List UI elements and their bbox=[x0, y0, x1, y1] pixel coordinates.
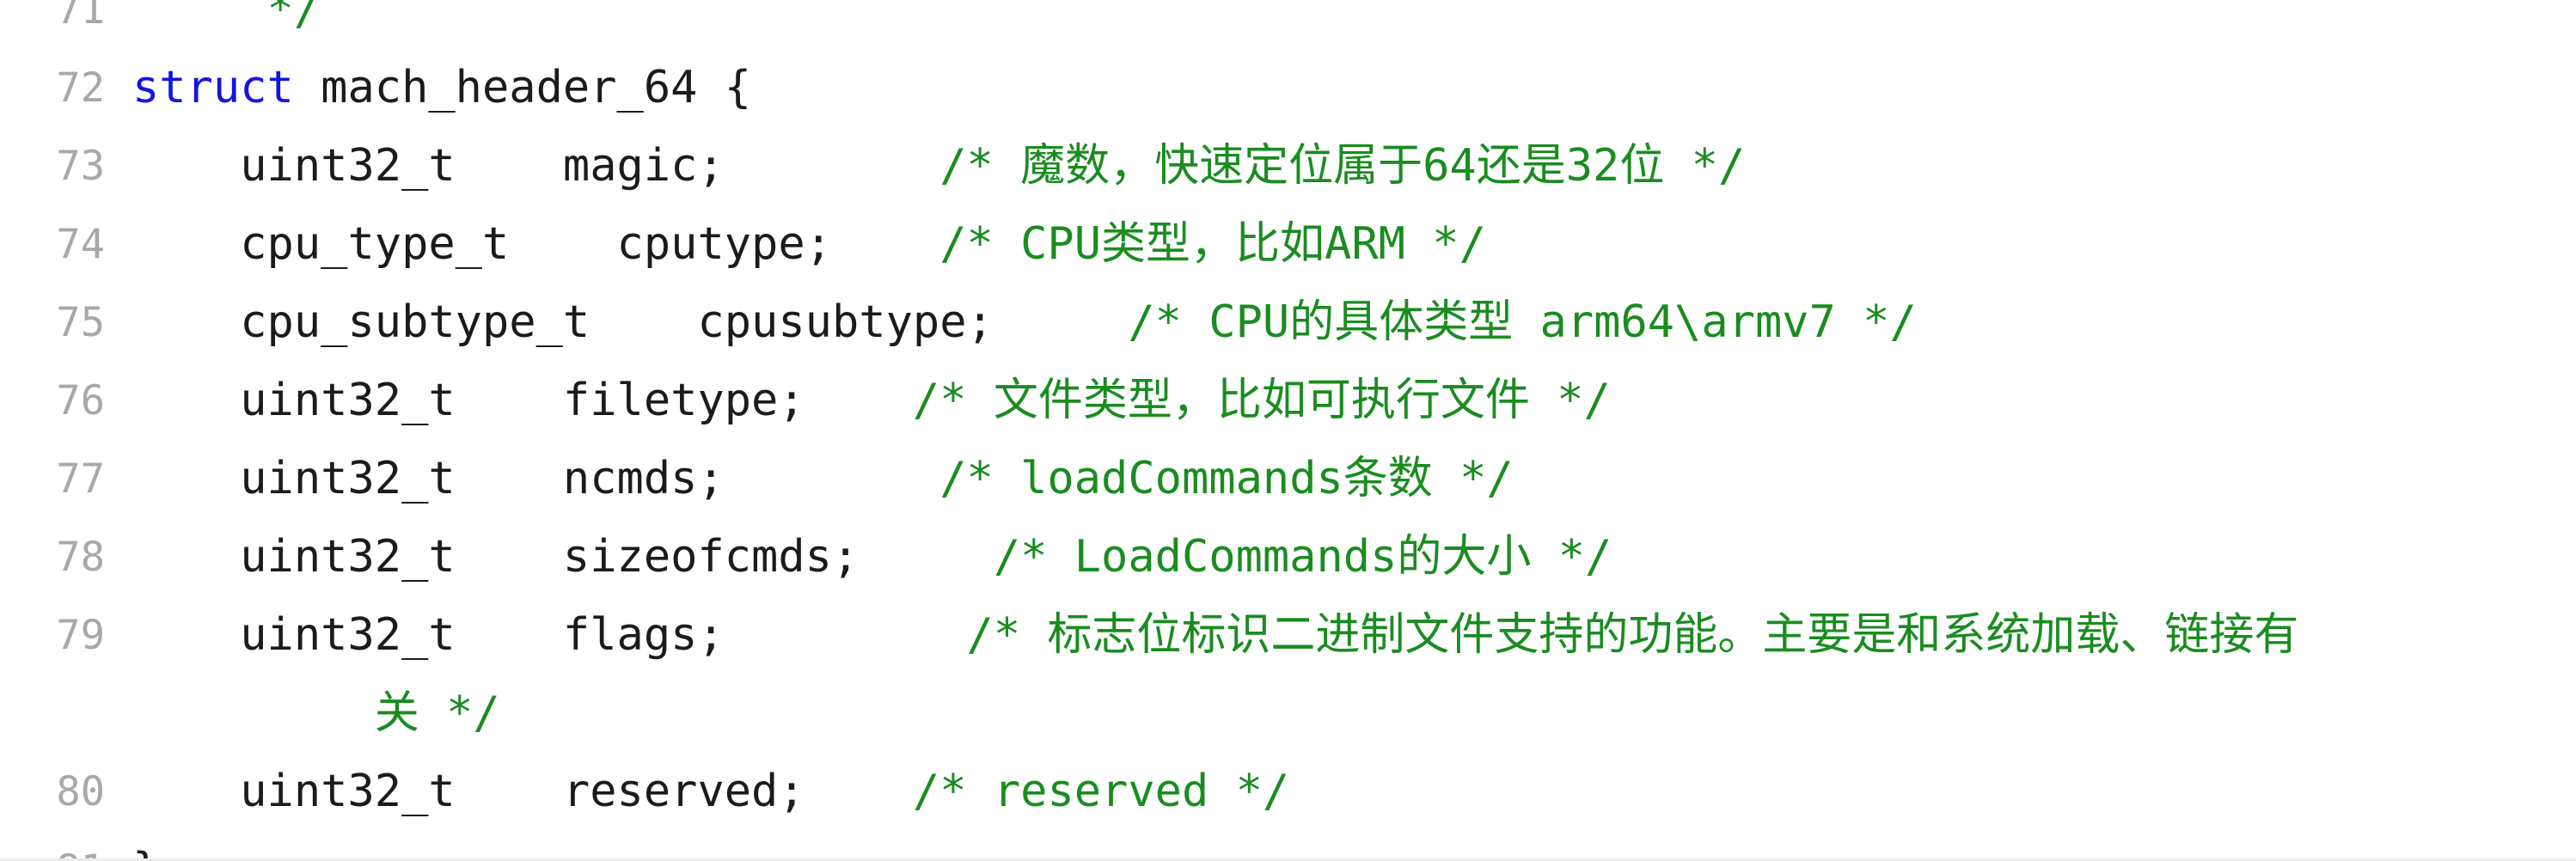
code-token-comment: /* CPU的具体类型 arm64\armv7 */ bbox=[1128, 296, 1917, 348]
code-token-comment: /* CPU类型，比如ARM */ bbox=[939, 218, 1486, 270]
code-line-text[interactable]: uint32_t sizeofcmds; /* LoadCommands的大小 … bbox=[105, 518, 2576, 596]
code-line-text[interactable]: }; bbox=[105, 831, 2576, 858]
line-number: 75 bbox=[56, 299, 105, 346]
code-line-text[interactable]: uint32_t ncmds; /* loadCommands条数 */ bbox=[105, 440, 2576, 518]
code-token-comment: /* LoadCommands的大小 */ bbox=[993, 531, 1612, 583]
line-number: 72 bbox=[56, 64, 105, 112]
code-line[interactable]: 77 uint32_t ncmds; /* loadCommands条数 */ bbox=[0, 440, 2576, 518]
code-line[interactable]: 81}; bbox=[0, 831, 2576, 858]
code-token-comment: /* 魔数，快速定位属于64还是32位 */ bbox=[939, 140, 1746, 192]
code-token-identifier: }; bbox=[132, 844, 187, 858]
code-line[interactable]: 71 */ bbox=[0, 0, 2576, 49]
line-number: 79 bbox=[56, 612, 105, 659]
code-token-identifier: uint32_t magic; bbox=[132, 140, 940, 192]
line-number: 80 bbox=[56, 768, 105, 815]
code-line-text[interactable]: 关 */ bbox=[105, 675, 2576, 753]
code-token-identifier: uint32_t ncmds; bbox=[132, 453, 940, 504]
code-line-text[interactable]: uint32_t flags; /* 标志位标识二进制文件支持的功能。主要是和系… bbox=[105, 596, 2576, 675]
code-line[interactable]: 76 uint32_t filetype; /* 文件类型，比如可执行文件 */ bbox=[0, 362, 2576, 440]
line-number: 71 bbox=[56, 0, 105, 34]
code-token-comment: /* reserved */ bbox=[912, 766, 1290, 817]
code-line-text[interactable]: uint32_t magic; /* 魔数，快速定位属于64还是32位 */ bbox=[105, 127, 2576, 205]
code-line-text[interactable]: uint32_t reserved; /* reserved */ bbox=[105, 753, 2576, 831]
code-token-plain bbox=[132, 0, 267, 35]
line-number: 81 bbox=[0, 831, 105, 858]
code-line-text[interactable]: uint32_t filetype; /* 文件类型，比如可执行文件 */ bbox=[105, 362, 2576, 440]
code-token-comment: /* 文件类型，比如可执行文件 */ bbox=[912, 375, 1611, 426]
code-token-keyword: struct bbox=[132, 62, 294, 113]
line-number: 77 bbox=[56, 455, 105, 503]
code-token-comment: 关 */ bbox=[374, 687, 500, 739]
code-token-identifier: uint32_t filetype; bbox=[132, 375, 913, 426]
code-token-comment: /* loadCommands条数 */ bbox=[939, 453, 1514, 504]
code-line[interactable]: 75 cpu_subtype_t cpusubtype; /* CPU的具体类型… bbox=[0, 284, 2576, 362]
code-line[interactable]: 73 uint32_t magic; /* 魔数，快速定位属于64还是32位 *… bbox=[0, 127, 2576, 205]
code-token-identifier: uint32_t reserved; bbox=[132, 766, 913, 817]
line-number: 78 bbox=[56, 534, 105, 581]
line-number: 76 bbox=[56, 377, 105, 424]
code-line[interactable]: 74 cpu_type_t cputype; /* CPU类型，比如ARM */ bbox=[0, 205, 2576, 284]
code-line-text[interactable]: */ bbox=[105, 0, 2576, 49]
code-token-plain bbox=[132, 687, 375, 739]
code-token-comment: */ bbox=[266, 0, 321, 35]
code-token-identifier: cpu_subtype_t cpusubtype; bbox=[132, 296, 1129, 348]
code-token-identifier: uint32_t sizeofcmds; bbox=[132, 531, 994, 583]
line-number: 74 bbox=[56, 221, 105, 268]
code-token-identifier: cpu_type_t cputype; bbox=[132, 218, 940, 270]
code-line[interactable]: 78 uint32_t sizeofcmds; /* LoadCommands的… bbox=[0, 518, 2576, 596]
line-number: 73 bbox=[56, 143, 105, 190]
code-line[interactable]: 80 uint32_t reserved; /* reserved */ bbox=[0, 753, 2576, 831]
code-line-text[interactable]: cpu_subtype_t cpusubtype; /* CPU的具体类型 ar… bbox=[105, 284, 2576, 362]
code-line-text[interactable]: cpu_type_t cputype; /* CPU类型，比如ARM */ bbox=[105, 205, 2576, 284]
code-line[interactable]: 79 uint32_t flags; /* 标志位标识二进制文件支持的功能。主要… bbox=[0, 596, 2576, 675]
code-token-comment: /* 标志位标识二进制文件支持的功能。主要是和系统加载、链接有 bbox=[966, 609, 2299, 661]
code-token-identifier: mach_header_64 { bbox=[293, 62, 752, 113]
code-line[interactable]: 关 */ bbox=[0, 675, 2576, 753]
code-line-text[interactable]: struct mach_header_64 { bbox=[105, 49, 2576, 127]
code-token-identifier: uint32_t flags; bbox=[132, 609, 967, 661]
